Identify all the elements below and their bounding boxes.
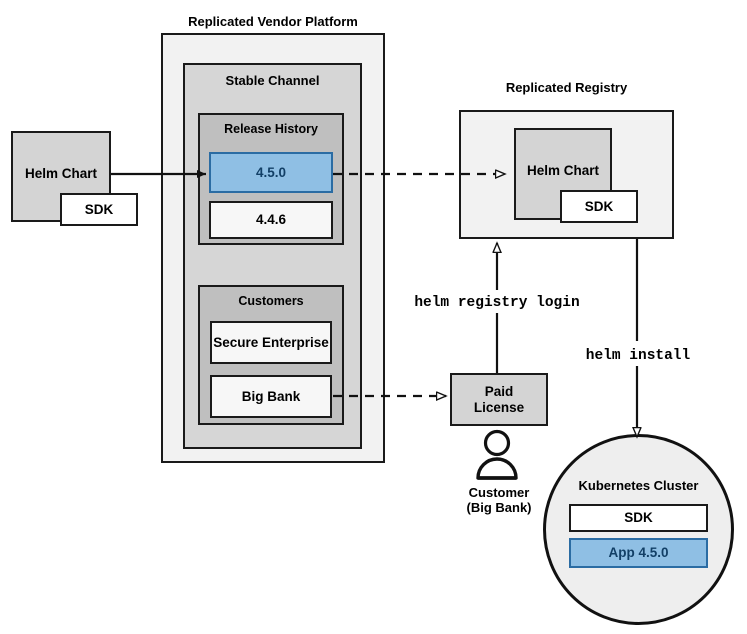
source-helm-chart-label: Helm Chart [24,166,97,181]
customer-secure-enterprise[interactable]: Secure Enterprise [210,321,332,364]
cluster-item-app: App 4.5.0 [569,538,708,568]
release-item[interactable]: 4.4.6 [209,201,333,239]
registry-title: Replicated Registry [505,80,628,95]
registry-sdk: SDK [560,190,638,223]
customer-actor-line1: Customer [468,485,530,500]
helm-registry-login-command: helm registry login [414,295,580,311]
paid-license-line1: Paid [484,383,514,399]
source-sdk: SDK [60,193,138,226]
customer-actor-line2: (Big Bank) [466,500,532,516]
paid-license-line2: License [473,399,525,415]
customer-actor-label: Customer (Big Bank) [437,485,561,516]
cluster-item-sdk: SDK [569,504,708,532]
release-item-selected[interactable]: 4.5.0 [209,152,333,193]
platform-title: Replicated Vendor Platform [188,14,358,29]
customer-person-icon [476,429,518,480]
paid-license: Paid License [450,373,548,426]
kubernetes-cluster-title: Kubernetes Cluster [578,478,699,493]
registry-helm-chart-label: Helm Chart [526,163,599,178]
release-history-label: Release History [224,122,318,136]
customer-secure-enterprise-label: Secure Enterprise [213,334,329,350]
stable-channel-label: Stable Channel [225,73,320,88]
customer-big-bank[interactable]: Big Bank [210,375,332,418]
customers-label: Customers [238,294,304,308]
helm-install-command: helm install [585,348,691,364]
